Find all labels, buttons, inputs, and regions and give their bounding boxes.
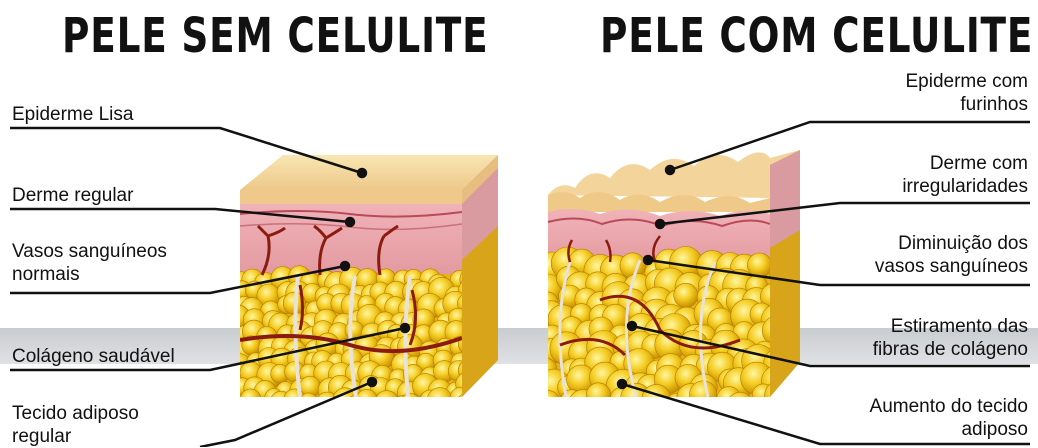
fat-globule — [399, 406, 420, 427]
leader-lines — [10, 122, 1030, 447]
fat-globule — [559, 402, 584, 427]
fat-globule — [328, 404, 348, 424]
right-top-face — [548, 150, 800, 198]
fat-globule — [356, 403, 378, 425]
left-top-face — [240, 155, 498, 190]
healthy-skin-block — [227, 155, 498, 431]
fat-globule — [765, 380, 798, 413]
fat-globule — [284, 389, 306, 411]
fat-globule — [235, 394, 253, 412]
fat-globule — [371, 400, 394, 423]
fat-globule — [306, 410, 325, 429]
fat-globule — [244, 404, 269, 429]
fat-globule — [781, 400, 808, 427]
fat-globule — [592, 404, 619, 431]
fat-globule — [564, 400, 595, 431]
fat-globule — [232, 403, 253, 424]
fat-globule — [539, 406, 568, 435]
fat-globule — [674, 283, 698, 307]
fat-globule — [435, 409, 456, 430]
fat-globule — [386, 402, 405, 421]
fat-globule — [717, 387, 742, 412]
fat-globule — [344, 403, 363, 422]
fat-globule — [400, 393, 420, 413]
fat-globule — [785, 388, 810, 413]
fat-globule — [623, 403, 656, 436]
fat-globule — [456, 392, 482, 418]
fat-globule — [416, 400, 439, 423]
fat-globule — [586, 383, 610, 407]
fat-globule — [682, 409, 705, 432]
fat-globule — [690, 381, 717, 408]
fat-globule — [465, 406, 485, 426]
fat-globule — [537, 391, 560, 414]
fat-globule — [393, 396, 413, 416]
fat-globule — [728, 392, 753, 417]
fat-globule — [642, 403, 672, 433]
cellulite-skin-block — [533, 150, 817, 436]
fat-globule — [642, 384, 671, 413]
fat-globule — [240, 389, 260, 409]
fat-globule — [447, 407, 466, 426]
fat-globule — [348, 395, 366, 413]
fat-globule — [316, 405, 337, 426]
fat-globule — [605, 399, 635, 429]
fat-globule — [375, 391, 399, 415]
left-epidermis — [240, 190, 462, 204]
fat-globule — [427, 388, 452, 413]
fat-globule — [356, 389, 378, 411]
